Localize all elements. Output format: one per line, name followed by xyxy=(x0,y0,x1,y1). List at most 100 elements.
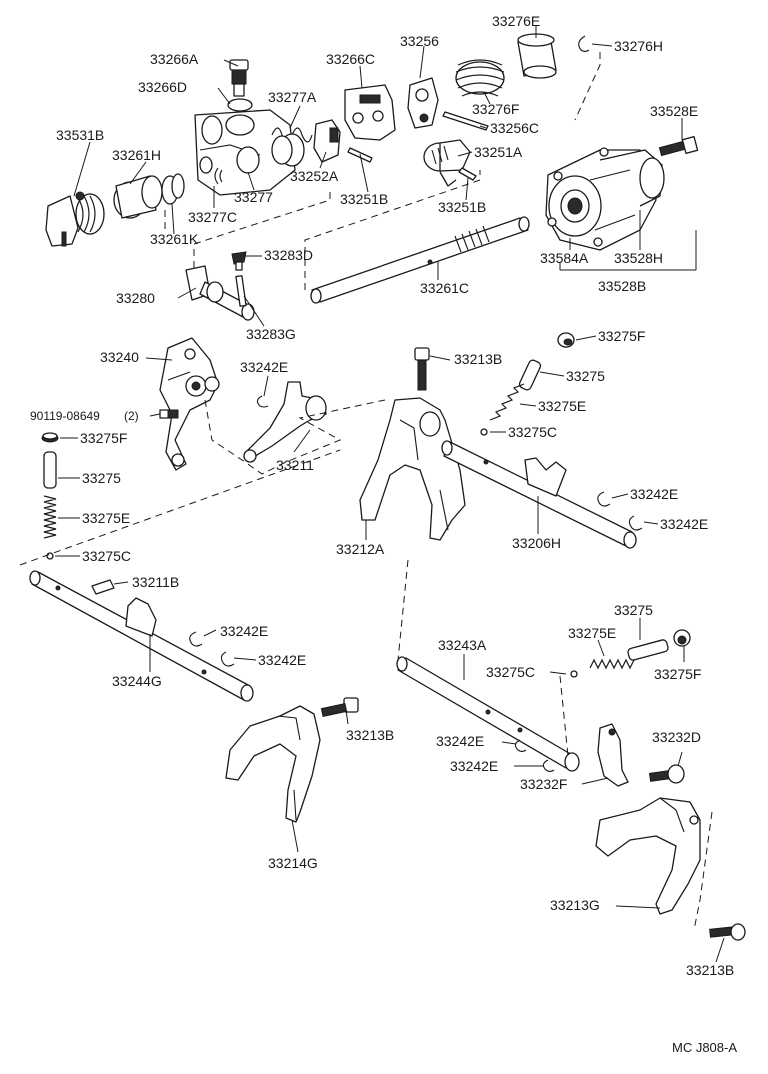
label-33242E-c: 33242E xyxy=(660,516,708,532)
label-33213G: 33213G xyxy=(550,897,600,913)
label-33242E-d: 33242E xyxy=(220,623,268,639)
part-33242E-lower-a-drawing xyxy=(189,631,203,647)
label-33275-a: 33275 xyxy=(566,368,605,384)
label-33242E-b: 33242E xyxy=(630,486,678,502)
label-33283D: 33283D xyxy=(264,247,313,263)
label-33232D: 33232D xyxy=(652,729,701,745)
label-33277: 33277 xyxy=(234,189,273,205)
part-33211-drawing xyxy=(243,381,327,463)
part-90119-08649-drawing xyxy=(159,409,179,419)
label-33275C-a: 33275C xyxy=(508,424,557,440)
part-33242E-right-b-drawing xyxy=(628,515,643,531)
label-33243A: 33243A xyxy=(438,637,487,653)
part-33266A-drawing xyxy=(229,59,249,97)
extension-housing-drawing xyxy=(545,147,665,251)
part-33277C-drawing xyxy=(214,167,223,185)
dash-left-cross xyxy=(19,449,341,566)
label-33242E-e: 33242E xyxy=(258,652,306,668)
part-33244G-drawing xyxy=(29,570,254,702)
label-33261C: 33261C xyxy=(420,280,469,296)
part-33261K-drawing xyxy=(161,173,185,205)
dash-33276H xyxy=(574,52,601,121)
part-33275E-top-right-drawing xyxy=(489,383,525,421)
part-33252A-drawing xyxy=(313,119,341,163)
label-33244G: 33244G xyxy=(112,673,162,689)
label-33280: 33280 xyxy=(116,290,155,306)
label-33213B-c: 33213B xyxy=(686,962,734,978)
part-33214G-drawing xyxy=(225,705,321,823)
label-33266A: 33266A xyxy=(150,51,199,67)
label-33256C: 33256C xyxy=(490,120,539,136)
label-33275C-b: 33275C xyxy=(82,548,131,564)
part-33206H-drawing xyxy=(441,440,637,549)
label-33266D: 33266D xyxy=(138,79,187,95)
part-33211B-drawing xyxy=(91,579,115,595)
label-33242E-a: 33242E xyxy=(240,359,288,375)
label-90119-qty: (2) xyxy=(124,409,139,423)
part-33275-lower-drawing xyxy=(627,639,669,661)
dash-lower-rail xyxy=(559,675,569,757)
label-33277A: 33277A xyxy=(268,89,317,105)
part-33275E-lower-drawing xyxy=(589,658,635,670)
part-33275F-left-drawing xyxy=(41,432,59,443)
part-33276F-drawing xyxy=(455,59,505,97)
label-33266C: 33266C xyxy=(326,51,375,67)
label-33256: 33256 xyxy=(400,33,439,49)
label-33232F: 33232F xyxy=(520,776,567,792)
part-33213G-drawing xyxy=(595,797,701,915)
label-33261H: 33261H xyxy=(112,147,161,163)
label-33275F-c: 33275F xyxy=(654,666,701,682)
part-33277-drawing xyxy=(236,146,260,174)
part-33212A-drawing xyxy=(359,397,466,541)
label-33251B-a: 33251B xyxy=(340,191,388,207)
part-33256-drawing xyxy=(407,77,439,129)
part-33261H-drawing xyxy=(113,175,163,219)
label-33242E-f: 33242E xyxy=(436,733,484,749)
part-33266D-drawing xyxy=(227,98,253,112)
label-33240: 33240 xyxy=(100,349,139,365)
dash-33213G xyxy=(693,811,713,931)
label-33261K: 33261K xyxy=(150,231,199,247)
part-33528E-drawing xyxy=(658,136,699,157)
label-33528B: 33528B xyxy=(598,278,646,294)
part-33276E-drawing xyxy=(517,33,557,79)
part-33242E-rail-a-drawing xyxy=(514,739,527,753)
part-33275C-top-right-drawing xyxy=(480,428,488,436)
part-33275F-top-right-drawing xyxy=(557,332,575,348)
part-33277A-drawing xyxy=(271,127,313,167)
label-33251B-b: 33251B xyxy=(438,199,486,215)
label-33251A: 33251A xyxy=(474,144,523,160)
label-33584A: 33584A xyxy=(540,250,589,266)
label-33213B-b: 33213B xyxy=(346,727,394,743)
part-labels: 33276E 33276H 33256 33266A 33266C 33266D… xyxy=(30,13,737,1055)
part-33266C-drawing xyxy=(344,84,396,141)
part-33251B-small-pin-drawing xyxy=(458,167,477,181)
part-33232F-drawing xyxy=(597,723,629,787)
part-33275-left-drawing xyxy=(43,451,57,489)
label-33531B: 33531B xyxy=(56,127,104,143)
part-33531B-drawing xyxy=(45,191,105,247)
part-33261C-drawing xyxy=(310,216,530,304)
part-33280-drawing xyxy=(185,265,255,321)
part-33232D-drawing xyxy=(648,764,685,784)
label-33275F-a: 33275F xyxy=(598,328,645,344)
part-33242E-lower-b-drawing xyxy=(220,651,235,667)
label-33277C: 33277C xyxy=(188,209,237,225)
part-33276H-drawing xyxy=(578,35,590,53)
part-33213B-bottom-drawing xyxy=(709,923,746,941)
part-33256C-drawing xyxy=(442,111,489,131)
label-33214G: 33214G xyxy=(268,855,318,871)
label-33212A: 33212A xyxy=(336,541,385,557)
label-33211B: 33211B xyxy=(132,574,179,590)
label-33242E-g: 33242E xyxy=(450,758,498,774)
dash-lever xyxy=(204,399,386,475)
part-33243A-drawing xyxy=(396,656,580,772)
part-33213B-middle-drawing xyxy=(320,697,359,718)
label-33252A: 33252A xyxy=(290,168,339,184)
label-90119: 90119-08649 xyxy=(30,409,100,423)
part-33242E-right-a-drawing xyxy=(597,491,611,507)
part-33240-drawing xyxy=(159,337,220,471)
part-33242E-rail-b-drawing xyxy=(542,759,555,773)
part-33283G-drawing xyxy=(235,275,247,307)
